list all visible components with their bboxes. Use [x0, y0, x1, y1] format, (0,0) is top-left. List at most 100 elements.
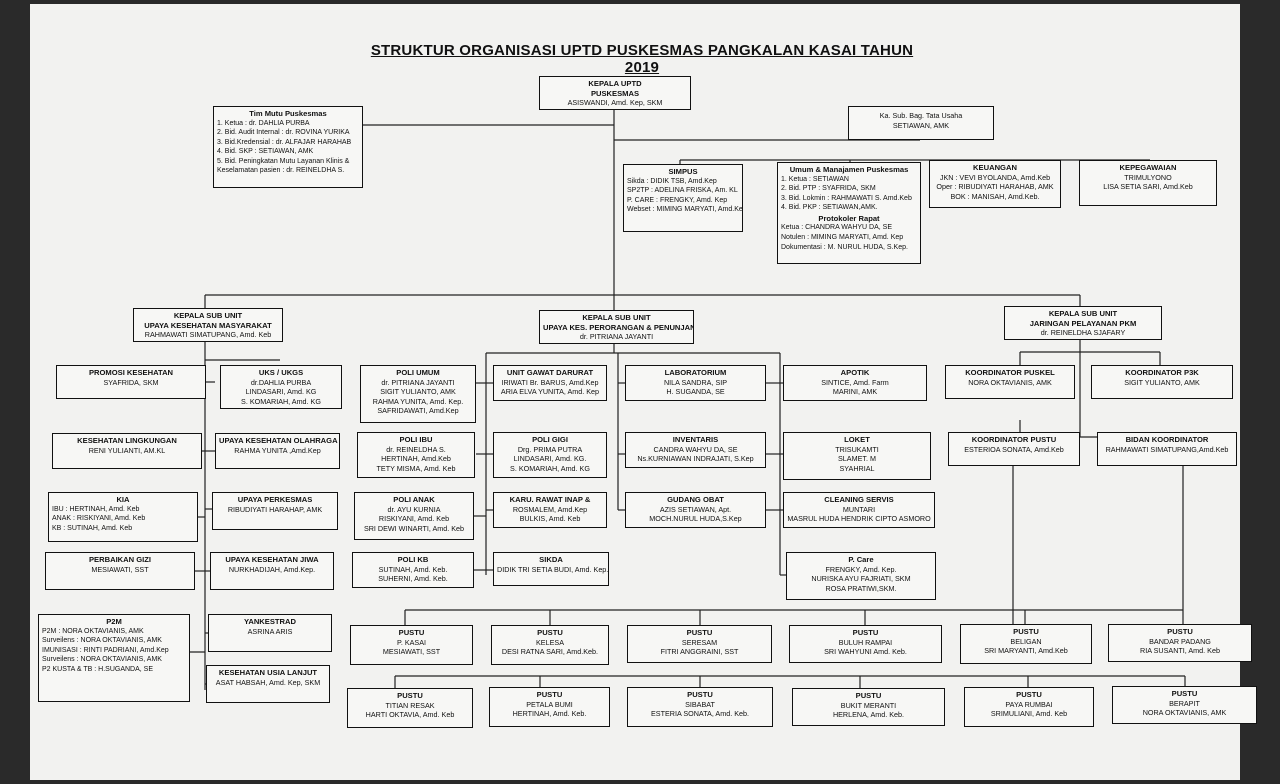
box-line: IMUNISASI : RINTI PADRIANI, Amd.Kep — [42, 646, 169, 654]
box-title: UPAYA PERKESMAS — [237, 495, 313, 504]
box-apotik[interactable]: APOTIK SINTICE, Amd. Farm MARINI, AMK — [783, 365, 927, 401]
box-promkes[interactable]: PROMOSI KESEHATAN SYAFRIDA, SKM — [56, 365, 206, 399]
box-kepegawaian-line: LISA SETIA SARI, Amd.Keb — [1103, 182, 1193, 191]
box-line: AZIS SETIAWAN, Apt. — [659, 504, 732, 514]
box-line: RIBUDIYATI HARAHAP, AMK — [227, 504, 323, 514]
box-ksu-ukp[interactable]: KEPALA SUB UNIT UPAYA KES. PERORANGAN & … — [539, 310, 694, 344]
box-pustu[interactable]: PUSTU PETALA BUMI HERTINAH, Amd. Keb. — [489, 687, 610, 727]
box-line: SYAHRIAL — [839, 463, 875, 473]
box-pustu[interactable]: PUSTU BELIGAN SRI MARYANTI, Amd.Keb — [960, 624, 1092, 664]
box-line: BUKIT MERANTI — [840, 700, 897, 710]
box-title: PUSTU — [1013, 627, 1039, 636]
box-title: SIKDA — [539, 555, 563, 564]
box-pustu[interactable]: PUSTU PAYA RUMBAI SRIMULIANI, Amd. Keb — [964, 687, 1094, 727]
box-ksu-ukm[interactable]: KEPALA SUB UNIT UPAYA KESEHATAN MASYARAK… — [133, 308, 283, 342]
box-line: P2M : NORA OKTAVIANIS, AMK — [42, 627, 144, 635]
box-sikda[interactable]: SIKDA DIDIK TRI SETIA BUDI, Amd. Kep. — [493, 552, 609, 586]
box-title: PUSTU — [1016, 690, 1042, 699]
box-tim-mutu-line: 1. Ketua : dr. DAHLIA PURBA — [217, 119, 310, 127]
box-title: INVENTARIS — [672, 435, 719, 444]
box-ukjiwa[interactable]: UPAYA KESEHATAN JIWA NURKHADIJAH, Amd.Ke… — [210, 552, 334, 590]
box-pustu[interactable]: PUSTU BANDAR PADANG RIA SUSANTI, Amd. Ke… — [1108, 624, 1252, 662]
box-koor-pustu[interactable]: KOORDINATOR PUSTU ESTERIOA SONATA, Amd.K… — [948, 432, 1080, 466]
box-line: ESTERIOA SONATA, Amd.Keb — [964, 444, 1064, 454]
box-umum-manajemen[interactable]: Umum & Manajamen Puskesmas 1. Ketua : SE… — [777, 162, 921, 264]
box-title: YANKESTRAD — [243, 617, 297, 626]
box-gizi[interactable]: PERBAIKAN GIZI MESIAWATI, SST — [45, 552, 195, 590]
box-pcare[interactable]: P. Care FRENGKY, Amd. Kep. NURISKA AYU F… — [786, 552, 936, 600]
box-koor-puskel[interactable]: KOORDINATOR PUSKEL NORA OKTAVIANIS, AMK — [945, 365, 1075, 399]
box-kepegawaian[interactable]: KEPEGAWAIAN TRIMULYONO LISA SETIA SARI, … — [1079, 160, 1217, 206]
box-cleaning[interactable]: CLEANING SERVIS MUNTARI MASRUL HUDA HEND… — [783, 492, 935, 528]
box-line: IBU : HERTINAH, Amd. Keb — [52, 505, 140, 513]
box-poli-kb[interactable]: POLI KB SUTINAH, Amd. Keb. SUHERNI, Amd.… — [352, 552, 474, 588]
box-umum-title: Umum & Manajamen Puskesmas — [789, 165, 909, 174]
box-line: LINDASARI, Amd. KG — [245, 387, 317, 396]
box-pustu[interactable]: PUSTU BULUH RAMPAI SRI WAHYUNI Amd. Keb. — [789, 625, 942, 663]
box-kepala-uptd[interactable]: KEPALA UPTD PUSKESMAS ASISWANDI, Amd. Ke… — [539, 76, 691, 110]
box-keuangan-title: KEUANGAN — [973, 163, 1017, 172]
box-keuangan-line: Oper : RIBUDIYATI HARAHAB, AMK — [936, 182, 1054, 191]
box-line: MESIAWATI, SST — [91, 564, 149, 574]
box-simpus-line: P. CARE : FRENGKY, Amd. Kep — [627, 196, 728, 204]
box-ugd[interactable]: UNIT GAWAT DARURAT IRIWATI Br. BARUS, Am… — [493, 365, 607, 401]
box-gudang-obat[interactable]: GUDANG OBAT AZIS SETIAWAN, Apt. MOCH.NUR… — [625, 492, 766, 528]
box-line: TITIAN RESAK — [385, 700, 435, 710]
box-bidan-koor[interactable]: BIDAN KOORDINATOR RAHMAWATI SIMATUPANG,A… — [1097, 432, 1237, 466]
box-title: PUSTU — [398, 628, 425, 637]
box-line: MASRUL HUDA HENDRIK CIPTO ASMORO — [787, 514, 931, 523]
box-usia-lanjut[interactable]: KESEHATAN USIA LANJUT ASAT HABSAH, Amd. … — [206, 665, 330, 703]
box-kia[interactable]: KIA IBU : HERTINAH, Amd. Keb ANAK : RISK… — [48, 492, 198, 542]
box-poli-gigi[interactable]: POLI GIGI Drg. PRIMA PUTRA LINDASARI, Am… — [493, 432, 607, 478]
box-pustu[interactable]: PUSTU KELESA DESI RATNA SARI, Amd.Keb. — [491, 625, 609, 665]
box-rawat-inap[interactable]: KARU. RAWAT INAP & ROSMALEM, Amd.Kep BUL… — [493, 492, 607, 528]
box-line: RAHMA YUNITA, Amd. Kep. — [372, 396, 464, 406]
box-title: BIDAN KOORDINATOR — [1125, 435, 1209, 444]
box-line: MUNTARI — [842, 504, 876, 514]
box-line: Drg. PRIMA PUTRA — [517, 444, 583, 454]
box-loket[interactable]: LOKET TRISUKAMTI SLAMET. M SYAHRIAL — [783, 432, 931, 480]
box-pustu[interactable]: PUSTU SERESAM FITRI ANGGRAINI, SST — [627, 625, 772, 663]
box-ksu-jp[interactable]: KEPALA SUB UNIT JARINGAN PELAYANAN PKM d… — [1004, 306, 1162, 340]
box-tim-mutu-title: Tim Mutu Puskesmas — [249, 109, 327, 118]
box-laboratorium[interactable]: LABORATORIUM NILA SANDRA, SIP H. SUGANDA… — [625, 365, 766, 401]
box-umum-protokoler: Protokoler Rapat — [818, 213, 880, 223]
box-line: FRENGKY, Amd. Kep. — [825, 564, 897, 574]
box-p2m[interactable]: P2M P2M : NORA OKTAVIANIS, AMK Surveilen… — [38, 614, 190, 702]
box-line: S. KOMARIAH, Amd. KG — [510, 463, 590, 473]
box-line: BELIGAN — [1010, 636, 1042, 646]
box-title: PERBAIKAN GIZI — [88, 555, 152, 564]
box-pustu[interactable]: PUSTU BUKIT MERANTI HERLENA, Amd. Keb. — [792, 688, 945, 726]
box-line: RAHMAWATI SIMATUPANG,Amd.Keb — [1105, 444, 1229, 454]
box-pustu[interactable]: PUSTU P. KASAI MESIAWATI, SST — [350, 625, 473, 665]
box-simpus-line: Webset : MIMING MARYATI, Amd.Kep — [627, 206, 743, 214]
box-title: POLI GIGI — [532, 435, 568, 444]
box-kesling[interactable]: KESEHATAN LINGKUNGAN RENI YULIANTI, AM.K… — [52, 433, 202, 469]
box-poli-anak[interactable]: POLI ANAK dr. AYU KURNIA RISKIYANI, Amd.… — [354, 492, 474, 540]
box-ukor[interactable]: UPAYA KESEHATAN OLAHRAGA RAHMA YUNITA ,A… — [215, 433, 340, 469]
box-pustu[interactable]: PUSTU SIBABAT ESTERIA SONATA, Amd. Keb. — [627, 687, 773, 727]
box-inventaris[interactable]: INVENTARIS CANDRA WAHYU DA, SE Ns.KURNIA… — [625, 432, 766, 468]
box-pustu[interactable]: PUSTU BERAPIT NORA OKTAVIANIS, AMK — [1112, 686, 1257, 724]
box-poli-umum[interactable]: POLI UMUM dr. PITRIANA JAYANTI SIGIT YUL… — [360, 365, 476, 423]
box-line: RENI YULIANTI, AM.KL — [88, 445, 166, 455]
box-poli-ibu[interactable]: POLI IBU dr. REINELDHA S. HERTINAH, Amd.… — [357, 432, 475, 478]
box-line: HERTINAH, Amd.Keb — [381, 454, 451, 463]
box-uks[interactable]: UKS / UKGS dr.DAHLIA PURBA LINDASARI, Am… — [220, 365, 342, 409]
box-ksu-ukm-name: RAHMAWATI SIMATUPANG, Amd. Keb — [144, 330, 272, 339]
box-line: SERESAM — [681, 637, 718, 647]
box-line: RIA SUSANTI, Amd. Keb — [1140, 646, 1220, 655]
box-line: MOCH.NURUL HUDA,S.Kep — [649, 514, 742, 523]
box-ksu-jp-name: dr. REINELDHA SJAFARY — [1040, 328, 1126, 337]
box-keuangan[interactable]: KEUANGAN JKN : VEVI BYOLANDA, Amd.Keb Op… — [929, 160, 1061, 208]
box-title: GUDANG OBAT — [667, 495, 724, 504]
box-perkesmas[interactable]: UPAYA PERKESMAS RIBUDIYATI HARAHAP, AMK — [212, 492, 338, 530]
box-pustu[interactable]: PUSTU TITIAN RESAK HARTI OKTAVIA, Amd. K… — [347, 688, 473, 728]
box-title: PUSTU — [687, 690, 713, 699]
box-koor-p3k[interactable]: KOORDINATOR P3K SIGIT YULIANTO, AMK — [1091, 365, 1233, 399]
box-title: CLEANING SERVIS — [824, 495, 894, 504]
box-tim-mutu[interactable]: Tim Mutu Puskesmas 1. Ketua : dr. DAHLIA… — [213, 106, 363, 188]
box-yankestrad[interactable]: YANKESTRAD ASRINA ARIS — [208, 614, 332, 652]
box-simpus[interactable]: SIMPUS Sikda : DIDIK TSB, Amd.Kep SP2TP … — [623, 164, 743, 232]
box-tata-usaha[interactable]: Ka. Sub. Bag. Tata Usaha SETIAWAN, AMK — [848, 106, 994, 140]
